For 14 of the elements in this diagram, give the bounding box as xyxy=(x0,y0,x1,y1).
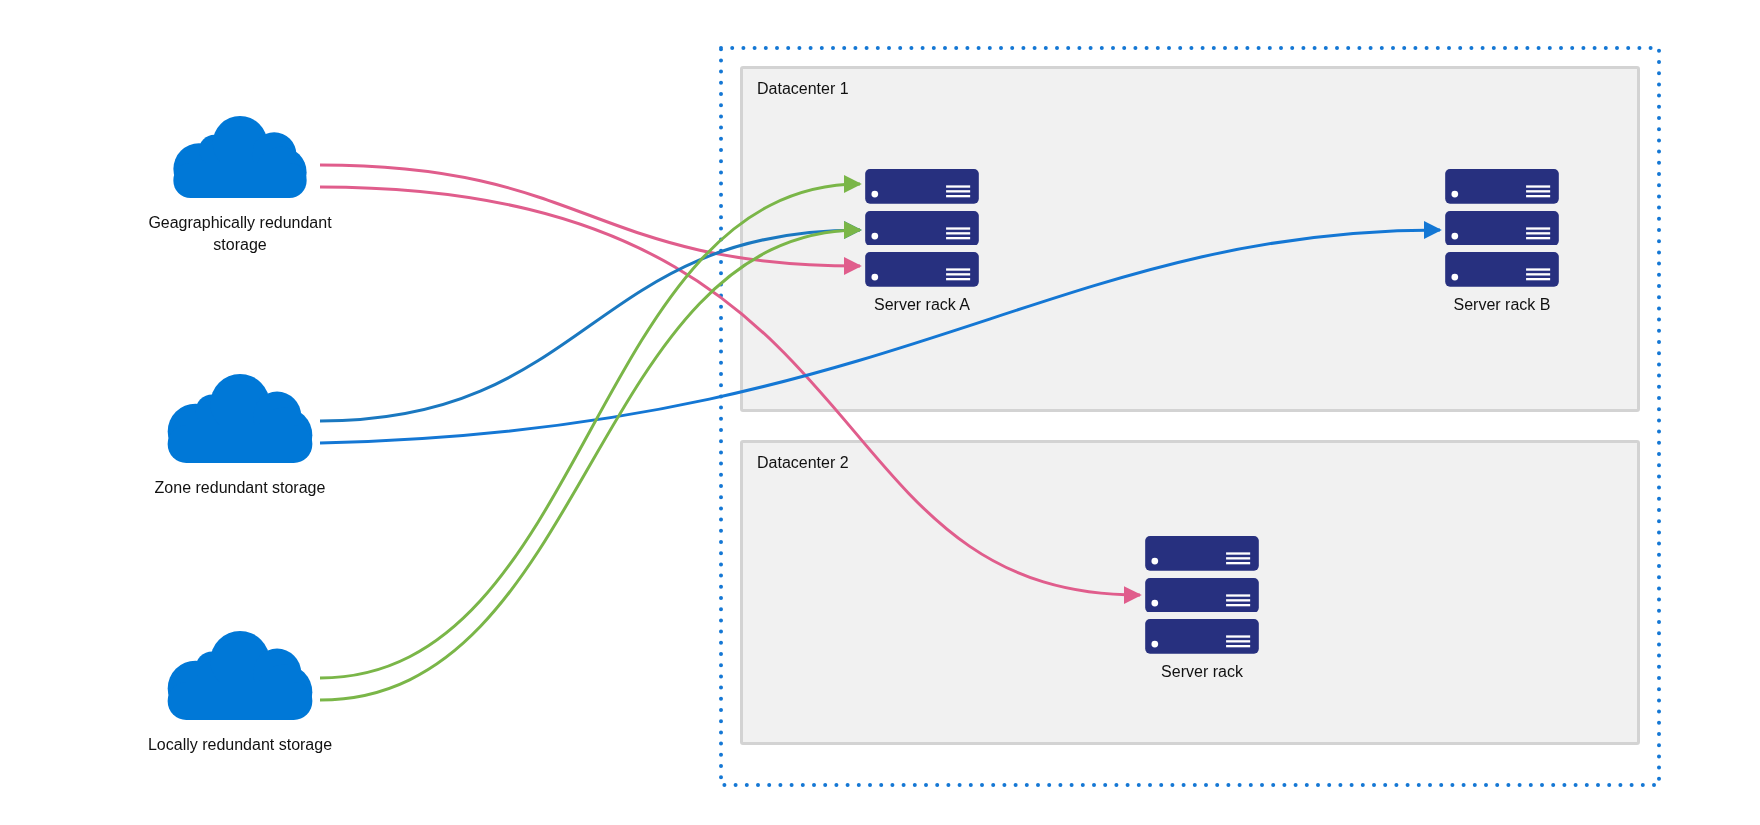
rack-label: Server rack B xyxy=(1453,296,1551,314)
rack-label: Server rack A xyxy=(874,296,970,314)
datacenter-title: Datacenter 2 xyxy=(757,454,849,472)
storage-label: Geagraphically redundant storage xyxy=(147,213,333,255)
storage-label: Zone redundant storage xyxy=(154,478,326,498)
datacenter-box xyxy=(740,66,1640,412)
dotted-region xyxy=(718,45,1662,788)
storage-label: Locally redundant storage xyxy=(147,735,333,755)
arrow xyxy=(319,185,1142,603)
datacenter-box xyxy=(740,440,1640,745)
datacenter-title: Datacenter 1 xyxy=(757,80,849,98)
arrow xyxy=(319,221,1442,445)
rack-label: Server rack xyxy=(1161,663,1243,681)
arrow xyxy=(319,163,862,275)
